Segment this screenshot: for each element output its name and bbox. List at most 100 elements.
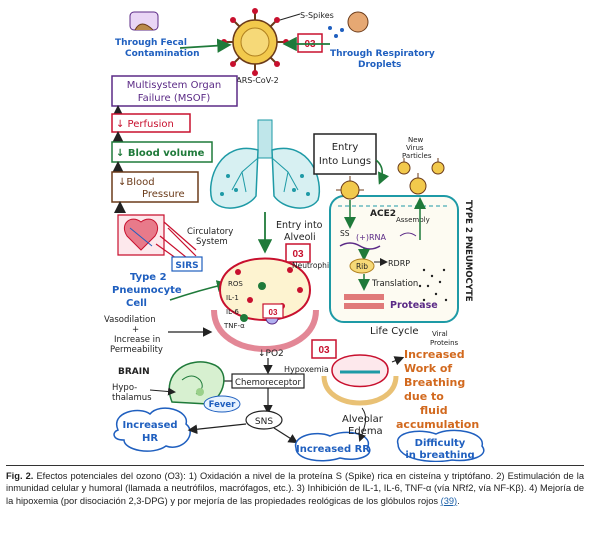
caption-label: Fig. 2. — [6, 471, 34, 481]
increased-hr-cloud: Increased HR — [113, 407, 191, 452]
hypothalamus-label-1: Hypo- — [112, 383, 137, 393]
svg-text:↓ Blood volume: ↓ Blood volume — [116, 148, 205, 159]
viral-proteins-dots — [418, 268, 448, 302]
chemoreceptor-box: Chemoreceptor — [231, 373, 305, 389]
alveolus-icon — [211, 257, 319, 352]
life-cycle-label: Life Cycle — [370, 326, 419, 337]
type2-pneumocyte-vertical: TYPE 2 PNEUMOCYTE — [463, 200, 473, 302]
po2-label: ↓PO2 — [258, 349, 284, 359]
alveolar-edema-label-2: Edema — [348, 426, 383, 437]
brain-icon — [168, 361, 225, 405]
new-virus-label-3: Particles — [402, 152, 432, 160]
cell-virus-icon — [336, 176, 364, 200]
fecal-label-2: Contamination — [125, 49, 200, 59]
new-virus-label-2: Virus — [406, 144, 424, 152]
svg-text:Difficulty: Difficulty — [415, 438, 466, 449]
entry-alveoli-label-2: Alveoli — [284, 232, 316, 243]
work-of-breathing-text: Increased Work of Breathing due to fluid… — [396, 348, 479, 431]
svg-text:Pressure: Pressure — [142, 189, 185, 200]
difficulty-breathing-cloud: Difficulty in breathing — [397, 429, 485, 462]
svg-text:Chemoreceptor: Chemoreceptor — [235, 378, 301, 388]
svg-text:Multisystem Organ: Multisystem Organ — [127, 80, 221, 91]
svg-text:due to: due to — [404, 390, 444, 403]
svg-text:accumulation: accumulation — [396, 418, 479, 431]
respiratory-icon — [328, 11, 369, 38]
svg-text:Into Lungs: Into Lungs — [319, 156, 371, 167]
type2-label-2: Pneumocyte — [112, 285, 182, 296]
fecal-icon — [129, 11, 159, 31]
circulatory-label-1: Circulatory — [187, 227, 233, 237]
protease-label: Protease — [390, 300, 438, 311]
figure-caption: Fig. 2. Efectos potenciales del ozono (O… — [6, 465, 584, 507]
svg-text:03: 03 — [269, 308, 278, 317]
ozone-badge-alveolus: 03 — [262, 303, 284, 319]
hypoxemia-label: Hypoxemia — [284, 365, 329, 374]
svg-text:Increased: Increased — [404, 348, 465, 361]
virus-label: SARS-CoV-2 — [231, 76, 279, 85]
increased-rr-cloud: Increased RR — [294, 431, 371, 462]
new-virus-label-1: New — [408, 136, 424, 144]
msof-box: Multisystem Organ Failure (MSOF) — [111, 75, 238, 107]
fecal-label-1: Through Fecal — [115, 38, 187, 48]
svg-text:03: 03 — [318, 345, 330, 356]
virus-icon — [221, 8, 289, 76]
alveolar-edema-icon — [321, 354, 399, 406]
vaso-label-1: Vasodilation — [104, 315, 156, 325]
assembly-label: Assembly — [396, 216, 430, 224]
ozone-badge-alveoli: 03 — [285, 243, 311, 263]
svg-text:Fever: Fever — [209, 400, 237, 410]
svg-text:Increased RR: Increased RR — [296, 444, 370, 455]
blood-pressure-box: ↓Blood Pressure — [111, 171, 199, 203]
caption-end: . — [457, 495, 460, 506]
type2-label-1: Type 2 — [130, 272, 167, 283]
svg-text:03: 03 — [292, 249, 304, 260]
svg-text:Breathing: Breathing — [404, 376, 465, 389]
ss-label: SS — [340, 229, 350, 238]
respiratory-label-2: Droplets — [358, 60, 401, 70]
translation-label: Translation — [371, 279, 418, 289]
svg-text:Rib: Rib — [356, 262, 368, 271]
new-virus-particles — [397, 158, 445, 195]
svg-text:Work of: Work of — [404, 362, 452, 375]
entry-alveoli-label-1: Entry into — [276, 220, 323, 231]
perfusion-box: ↓ Perfusion — [111, 113, 191, 133]
fever-badge: Fever — [203, 395, 241, 413]
vaso-label-4: Permeability — [110, 345, 163, 355]
s-spikes-label: S-Spikes — [300, 11, 334, 20]
ros-label: ROS — [228, 280, 243, 288]
ribosome-icon: Rib — [349, 258, 375, 274]
caption-text: Efectos potenciales del ozono (O3): 1) O… — [6, 471, 584, 506]
hypothalamus-label-2: thalamus — [112, 393, 152, 403]
svg-text:fluid: fluid — [420, 404, 448, 417]
svg-text:SNS: SNS — [255, 417, 273, 427]
svg-text:SIRS: SIRS — [175, 261, 198, 271]
lungs-icon — [209, 119, 321, 209]
svg-text:Entry: Entry — [332, 142, 359, 153]
svg-text:↓Blood: ↓Blood — [118, 177, 155, 188]
svg-text:Failure (MSOF): Failure (MSOF) — [138, 93, 211, 104]
viral-proteins-label-2: Proteins — [430, 339, 459, 347]
caption-reference-link[interactable]: (39) — [440, 495, 458, 506]
brain-label: BRAIN — [118, 367, 150, 377]
svg-text:in breathing: in breathing — [405, 450, 474, 461]
alveolar-edema-label-1: Alveolar — [342, 414, 384, 425]
type2-label-3: Cell — [126, 298, 147, 309]
rna-label: (+)RNA — [356, 233, 386, 242]
svg-text:HR: HR — [142, 433, 158, 444]
sns-oval: SNS — [245, 410, 283, 430]
ozone-badge-po2: 03 — [311, 339, 337, 359]
blood-volume-box: ↓ Blood volume — [111, 141, 213, 163]
circulatory-label-2: System — [196, 237, 228, 247]
ace2-label: ACE2 — [370, 209, 396, 219]
ozone-badge-top: 03 — [297, 33, 323, 53]
il1-label: IL-1 — [226, 294, 239, 302]
svg-text:Increased: Increased — [122, 420, 177, 431]
respiratory-label-1: Through Respiratory — [330, 49, 435, 59]
ozone-effects-diagram: S-Spikes SARS-CoV-2 03 Through Fecal Con… — [104, 8, 485, 462]
vaso-label-3: Increase in — [114, 335, 160, 345]
vaso-label-2: + — [132, 325, 139, 335]
sirs-box: SIRS — [171, 256, 203, 272]
svg-text:↓ Perfusion: ↓ Perfusion — [116, 119, 174, 130]
neutrophil-label: Neutrophil — [292, 261, 331, 270]
tnf-label: TNF-α — [223, 322, 245, 330]
